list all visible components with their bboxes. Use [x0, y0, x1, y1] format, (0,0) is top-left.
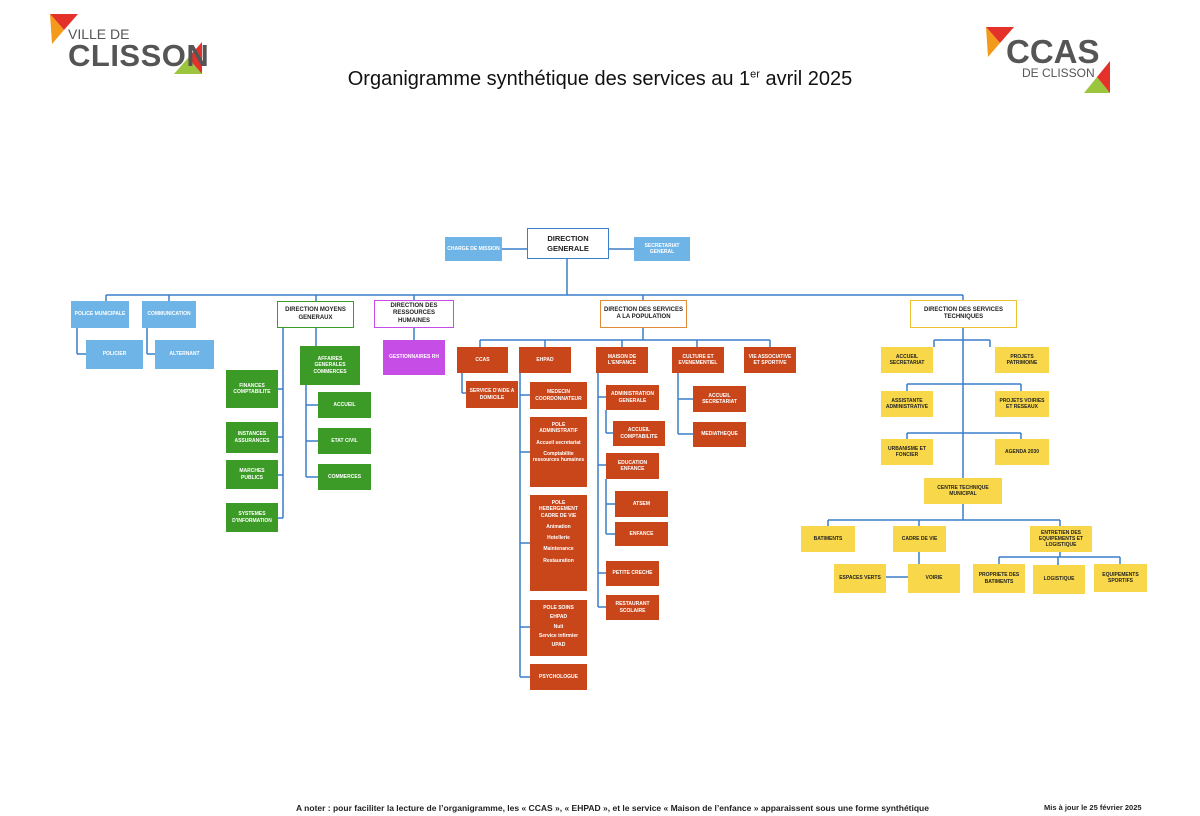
- pole-administratif-title: POLE ADMINISTRATIF: [539, 422, 578, 435]
- ville-de-clisson-logo: VILLE DE CLISSON: [48, 12, 210, 78]
- box-projets-patrimoine: PROJETS PATRIMOINE: [995, 347, 1049, 373]
- logo-red-shape-icon: [50, 14, 78, 44]
- box-urbanisme-foncier: URBANISME ET FONCIER: [881, 439, 933, 465]
- logo-green-shape-icon: [174, 42, 202, 74]
- box-restaurant-scolaire: RESTAURANT SCOLAIRE: [606, 595, 659, 620]
- box-charge-mission: CHARGE DE MISSION: [445, 237, 502, 261]
- box-voirie: VOIRIE: [908, 564, 960, 593]
- box-pole-administratif: POLE ADMINISTRATIF Accueil secretariat C…: [530, 417, 587, 487]
- box-ccas: CCAS: [457, 347, 508, 373]
- title-end-text: avril 2025: [759, 68, 853, 90]
- box-petite-creche: PETITE CRECHE: [606, 561, 659, 586]
- box-direction-moyens-generaux: DIRECTION MOYENS GENERAUX: [277, 301, 354, 328]
- box-propriete-batiments: PROPRIETE DES BATIMENTS: [973, 564, 1025, 593]
- logo-ville-de-text: VILLE DE: [68, 26, 130, 42]
- box-psychologue: PSYCHOLOGUE: [530, 664, 587, 690]
- box-equipements-sportifs: EQUIPEMENTS SPORTIFS: [1094, 564, 1147, 592]
- pole-hebergement-item: Animation: [546, 523, 571, 530]
- box-pole-soins: POLE SOINS EHPAD Nuit Service infirmier …: [530, 600, 587, 656]
- box-service-aide-domicile: SERVICE D'AIDE A DOMICILE: [466, 381, 518, 408]
- box-finances: FINANCES COMPTABILITE: [226, 370, 278, 408]
- pole-soins-item: Nuit: [553, 623, 564, 630]
- pole-hebergement-item: Hotellerie: [547, 535, 570, 541]
- box-affaires-generales: AFFAIRES GENERALES COMMERCES: [300, 346, 360, 385]
- box-policier: POLICIER: [86, 340, 143, 369]
- pole-soins-item: UPAD: [551, 642, 566, 648]
- box-logistique: LOGISTIQUE: [1033, 565, 1085, 594]
- logo-green-shape-icon: [1084, 61, 1110, 93]
- box-medecin-coordonnateur: MEDECIN COORDONNATEUR: [530, 382, 587, 409]
- box-secretariat-general: SECRETARIAT GENERAL: [634, 237, 690, 261]
- box-education-enfance: EDUCATION ENFANCE: [606, 453, 659, 479]
- pole-hebergement-item: Maintenance: [543, 546, 574, 553]
- logo-red-shape-icon: [986, 27, 1014, 57]
- box-projets-voiries: PROJETS VOIRIES ET RESEAUX: [995, 391, 1049, 417]
- box-gestionnaires-rh: GESTIONNAIRES RH: [383, 340, 445, 375]
- pole-administratif-item: Accueil secretariat: [536, 439, 581, 446]
- box-commerces: COMMERCES: [318, 464, 371, 490]
- box-assistante-administrative: ASSISTANTE ADMINISTRATIVE: [881, 391, 933, 417]
- logo-clisson-text: CLISSON: [68, 38, 210, 73]
- box-administration-generale: ADMINISTRATION GENERALE: [606, 385, 659, 410]
- box-centre-technique-municipal: CENTRE TECHNIQUE MUNICIPAL: [924, 478, 1002, 504]
- pole-soins-title: POLE SOINS: [543, 605, 574, 611]
- box-atsem: ATSEM: [615, 491, 668, 517]
- box-cadre-de-vie: CADRE DE VIE: [893, 526, 946, 552]
- pole-hebergement-title: POLE HEBERGEMENT CADRE DE VIE: [539, 500, 578, 519]
- box-instances: INSTANCES ASSURANCES: [226, 422, 278, 453]
- box-maison-enfance: MAISON DE L'ENFANCE: [596, 347, 648, 373]
- box-marches-publics: MARCHES PUBLICS: [226, 460, 278, 489]
- pole-soins-item: EHPAD: [549, 614, 568, 621]
- box-alternant: ALTERNANT: [155, 340, 214, 369]
- box-accueil-comptabilite: ACCUEIL COMPTABILITE: [613, 421, 665, 446]
- box-direction-rh: DIRECTION DES RESSOURCES HUMAINES: [374, 300, 454, 328]
- box-agenda-2030: AGENDA 2030: [995, 439, 1049, 465]
- pole-hebergement-item: Restauration: [543, 557, 574, 564]
- box-etat-civil: ETAT CIVIL: [318, 428, 371, 454]
- box-police-municipale: POLICE MUNICIPALE: [71, 301, 129, 328]
- box-accueil: ACCUEIL: [318, 392, 371, 418]
- box-batiments: BATIMENTS: [801, 526, 855, 552]
- box-direction-generale: DIRECTION GENERALE: [527, 228, 609, 259]
- pole-soins-item: Service infirmier: [538, 632, 579, 639]
- logo-ccas-text: CCAS: [1006, 33, 1100, 70]
- title-text: Organigramme synthétique des services au…: [347, 68, 751, 90]
- box-ehpad: EHPAD: [519, 347, 571, 373]
- box-pole-hebergement: POLE HEBERGEMENT CADRE DE VIE Animation …: [530, 495, 587, 591]
- logo-de-clisson-text: DE CLISSON: [1022, 66, 1095, 80]
- pole-administratif-item: Comptabilite ressources humaines: [532, 450, 585, 463]
- box-systemes-information: SYSTEMES D'INFORMATION: [226, 503, 278, 532]
- page-title: Organigramme synthétique des services au…: [0, 68, 1200, 91]
- box-enfance: ENFANCE: [615, 522, 668, 546]
- box-mediatheque: MEDIATHEQUE: [693, 422, 746, 447]
- box-direction-services-techniques: DIRECTION DES SERVICES TECHNIQUES: [910, 300, 1017, 328]
- footnote: A noter : pour faciliter la lecture de l…: [296, 803, 929, 813]
- box-direction-population: DIRECTION DES SERVICES A LA POPULATION: [600, 300, 687, 328]
- title-superscript: er: [750, 68, 760, 81]
- box-vie-associative: VIE ASSOCIATIVE ET SPORTIVE: [744, 347, 796, 373]
- box-espaces-verts: ESPACES VERTS: [834, 564, 886, 593]
- update-date: Mis à jour le 25 février 2025: [1044, 803, 1142, 812]
- box-accueil-secretariat-tech: ACCUEIL SECRETARIAT: [881, 347, 933, 373]
- box-entretien-equipements: ENTRETIEN DES EQUIPEMENTS ET LOGISTIQUE: [1030, 526, 1092, 552]
- box-accueil-secretariat-culture: ACCUEIL SECRETARIAT: [693, 386, 746, 412]
- ccas-de-clisson-logo: CCAS DE CLISSON: [984, 25, 1114, 97]
- box-culture-evenementiel: CULTURE ET EVENEMENTIEL: [672, 347, 724, 373]
- box-communication: COMMUNICATION: [142, 301, 196, 328]
